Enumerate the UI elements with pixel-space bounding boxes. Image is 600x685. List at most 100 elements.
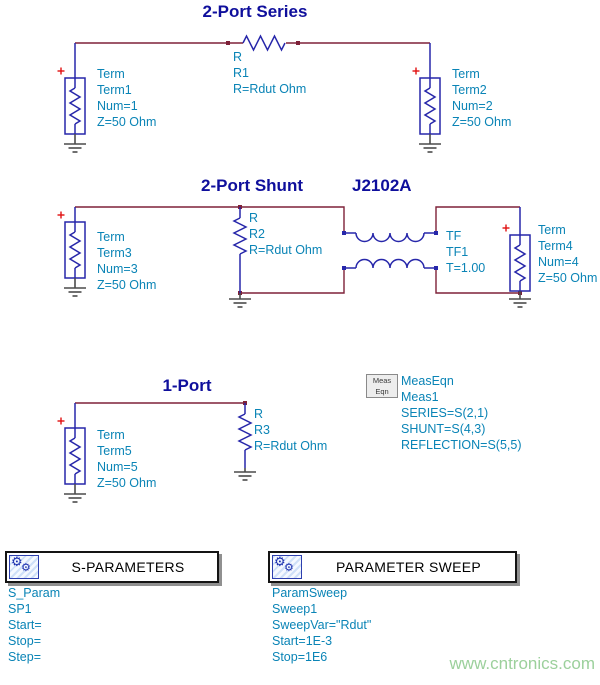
wires[interactable] — [75, 42, 520, 404]
ground-icon — [234, 468, 256, 481]
term3-labels[interactable]: Term Term3 Num=3 Z=50 Ohm — [97, 229, 156, 293]
ground-icon — [64, 484, 86, 503]
wire-secondary-left — [240, 268, 345, 294]
gear-icon: ⚙ — [11, 554, 23, 569]
term2-symbol[interactable] — [412, 43, 442, 153]
primary-coil — [355, 232, 425, 243]
term3-name: Term3 — [97, 246, 132, 260]
r1-value: R=Rdut Ohm — [233, 82, 307, 96]
tf1-name: TF1 — [446, 245, 469, 259]
term4-labels[interactable]: Term Term4 Num=4 Z=50 Ohm — [538, 222, 597, 286]
term1-name: Term1 — [97, 83, 132, 97]
s-parameters-settings[interactable]: S_Param SP1 Start= Stop= Step= — [8, 585, 60, 665]
r1-name: R1 — [233, 66, 249, 80]
meas-eqn-shunt: SHUNT=S(4,3) — [401, 422, 486, 436]
term3-type: Term — [97, 230, 125, 244]
secondary-coil — [355, 258, 425, 269]
tf1-type: TF — [446, 229, 462, 243]
s-param-start: Start= — [8, 618, 42, 632]
resistor-r2-symbol[interactable] — [229, 207, 251, 308]
gear-icon: ⚙ — [274, 554, 286, 569]
term5-name: Term5 — [97, 444, 132, 458]
term5-impedance: Z=50 Ohm — [97, 476, 157, 490]
term2-type: Term — [452, 67, 480, 81]
title-2port-series[interactable]: 2-Port Series — [202, 2, 308, 21]
watermark: www.cntronics.com — [449, 654, 595, 673]
transformer-pins — [342, 231, 438, 270]
term4-name: Term4 — [538, 239, 573, 253]
gear-icon: ⚙ — [21, 562, 31, 574]
term5-symbol[interactable] — [57, 403, 87, 503]
parameter-sweep-controller[interactable]: ⚙ ⚙ PARAMETER SWEEP — [268, 551, 517, 583]
ground-icon — [419, 134, 441, 153]
term5-type: Term — [97, 428, 125, 442]
plus-icon — [57, 67, 65, 75]
meas-eqn-icon[interactable]: Meas Eqn — [366, 374, 398, 398]
term2-num: Num=2 — [452, 99, 493, 113]
s-param-component: S_Param — [8, 586, 61, 600]
term2-labels[interactable]: Term Term2 Num=2 Z=50 Ohm — [452, 66, 511, 130]
ground-icon — [509, 291, 531, 308]
title-2port-shunt[interactable]: 2-Port Shunt — [201, 176, 303, 195]
r3-value: R=Rdut Ohm — [254, 439, 328, 453]
r3-name: R3 — [254, 423, 270, 437]
s-param-name: SP1 — [8, 602, 32, 616]
tf1-ratio: T=1.00 — [446, 261, 486, 275]
sweep-start: Start=1E-3 — [272, 634, 333, 648]
plus-icon — [57, 211, 65, 219]
r3-type: R — [254, 407, 264, 421]
meas-eqn-series: SERIES=S(2,1) — [401, 406, 489, 420]
wire-shunt-main — [75, 206, 345, 233]
plus-icon — [502, 224, 510, 232]
sweep-var: SweepVar="Rdut" — [272, 618, 372, 632]
term4-impedance: Z=50 Ohm — [538, 271, 598, 285]
term4-num: Num=4 — [538, 255, 579, 269]
meas-eqn-labels[interactable]: MeasEqn Meas1 SERIES=S(2,1) SHUNT=S(4,3)… — [401, 373, 522, 453]
term3-impedance: Z=50 Ohm — [97, 278, 157, 292]
term2-impedance: Z=50 Ohm — [452, 115, 512, 129]
term3-symbol[interactable] — [57, 207, 87, 297]
r2-value: R=Rdut Ohm — [249, 243, 323, 257]
plus-icon — [57, 417, 65, 425]
sweep-component: ParamSweep — [272, 586, 348, 600]
r1-type: R — [233, 50, 243, 64]
r1-labels[interactable]: R R1 R=Rdut Ohm — [233, 49, 306, 97]
title-1port[interactable]: 1-Port — [162, 376, 212, 395]
parameter-sweep-settings[interactable]: ParamSweep Sweep1 SweepVar="Rdut" Start=… — [272, 585, 371, 665]
r3-labels[interactable]: R R3 R=Rdut Ohm — [254, 406, 327, 454]
s-parameters-title: S-PARAMETERS — [71, 559, 185, 575]
title-transformer-model[interactable]: J2102A — [352, 176, 412, 195]
resistor-r3-symbol[interactable] — [234, 403, 256, 481]
transformer-tf1-symbol[interactable] — [342, 231, 438, 270]
term5-labels[interactable]: Term Term5 Num=5 Z=50 Ohm — [97, 427, 156, 491]
term1-type: Term — [97, 67, 125, 81]
term5-num: Num=5 — [97, 460, 138, 474]
sweep-name: Sweep1 — [272, 602, 318, 616]
term1-labels[interactable]: Term Term1 Num=1 Z=50 Ohm — [97, 66, 156, 130]
meas-eqn-icon-bottom: Eqn — [375, 387, 389, 396]
meas-eqn-icon-top: Meas — [372, 376, 392, 385]
term3-num: Num=3 — [97, 262, 138, 276]
term2-name: Term2 — [452, 83, 487, 97]
ground-icon — [229, 293, 251, 308]
s-parameters-controller[interactable]: ⚙ ⚙ S-PARAMETERS — [5, 551, 219, 583]
wire-shunt-to-term4 — [435, 206, 520, 233]
plus-icon — [412, 67, 420, 75]
term1-num: Num=1 — [97, 99, 138, 113]
term4-type: Term — [538, 223, 566, 237]
simulation-gears-icon: ⚙ ⚙ — [272, 554, 302, 579]
r2-type: R — [249, 211, 259, 225]
wire-secondary-right — [435, 268, 520, 294]
s-param-step: Step= — [8, 650, 42, 664]
meas-eqn-component: MeasEqn — [401, 374, 454, 388]
r2-labels[interactable]: R R2 R=Rdut Ohm — [249, 210, 322, 258]
r2-name: R2 — [249, 227, 265, 241]
term4-symbol[interactable] — [502, 207, 532, 308]
term1-symbol[interactable] — [57, 43, 87, 153]
parameter-sweep-title: PARAMETER SWEEP — [335, 559, 482, 575]
ground-icon — [64, 278, 86, 297]
resistor-r1-symbol[interactable] — [242, 34, 286, 52]
tf1-labels[interactable]: TF TF1 T=1.00 — [446, 228, 485, 276]
s-param-stop: Stop= — [8, 634, 42, 648]
